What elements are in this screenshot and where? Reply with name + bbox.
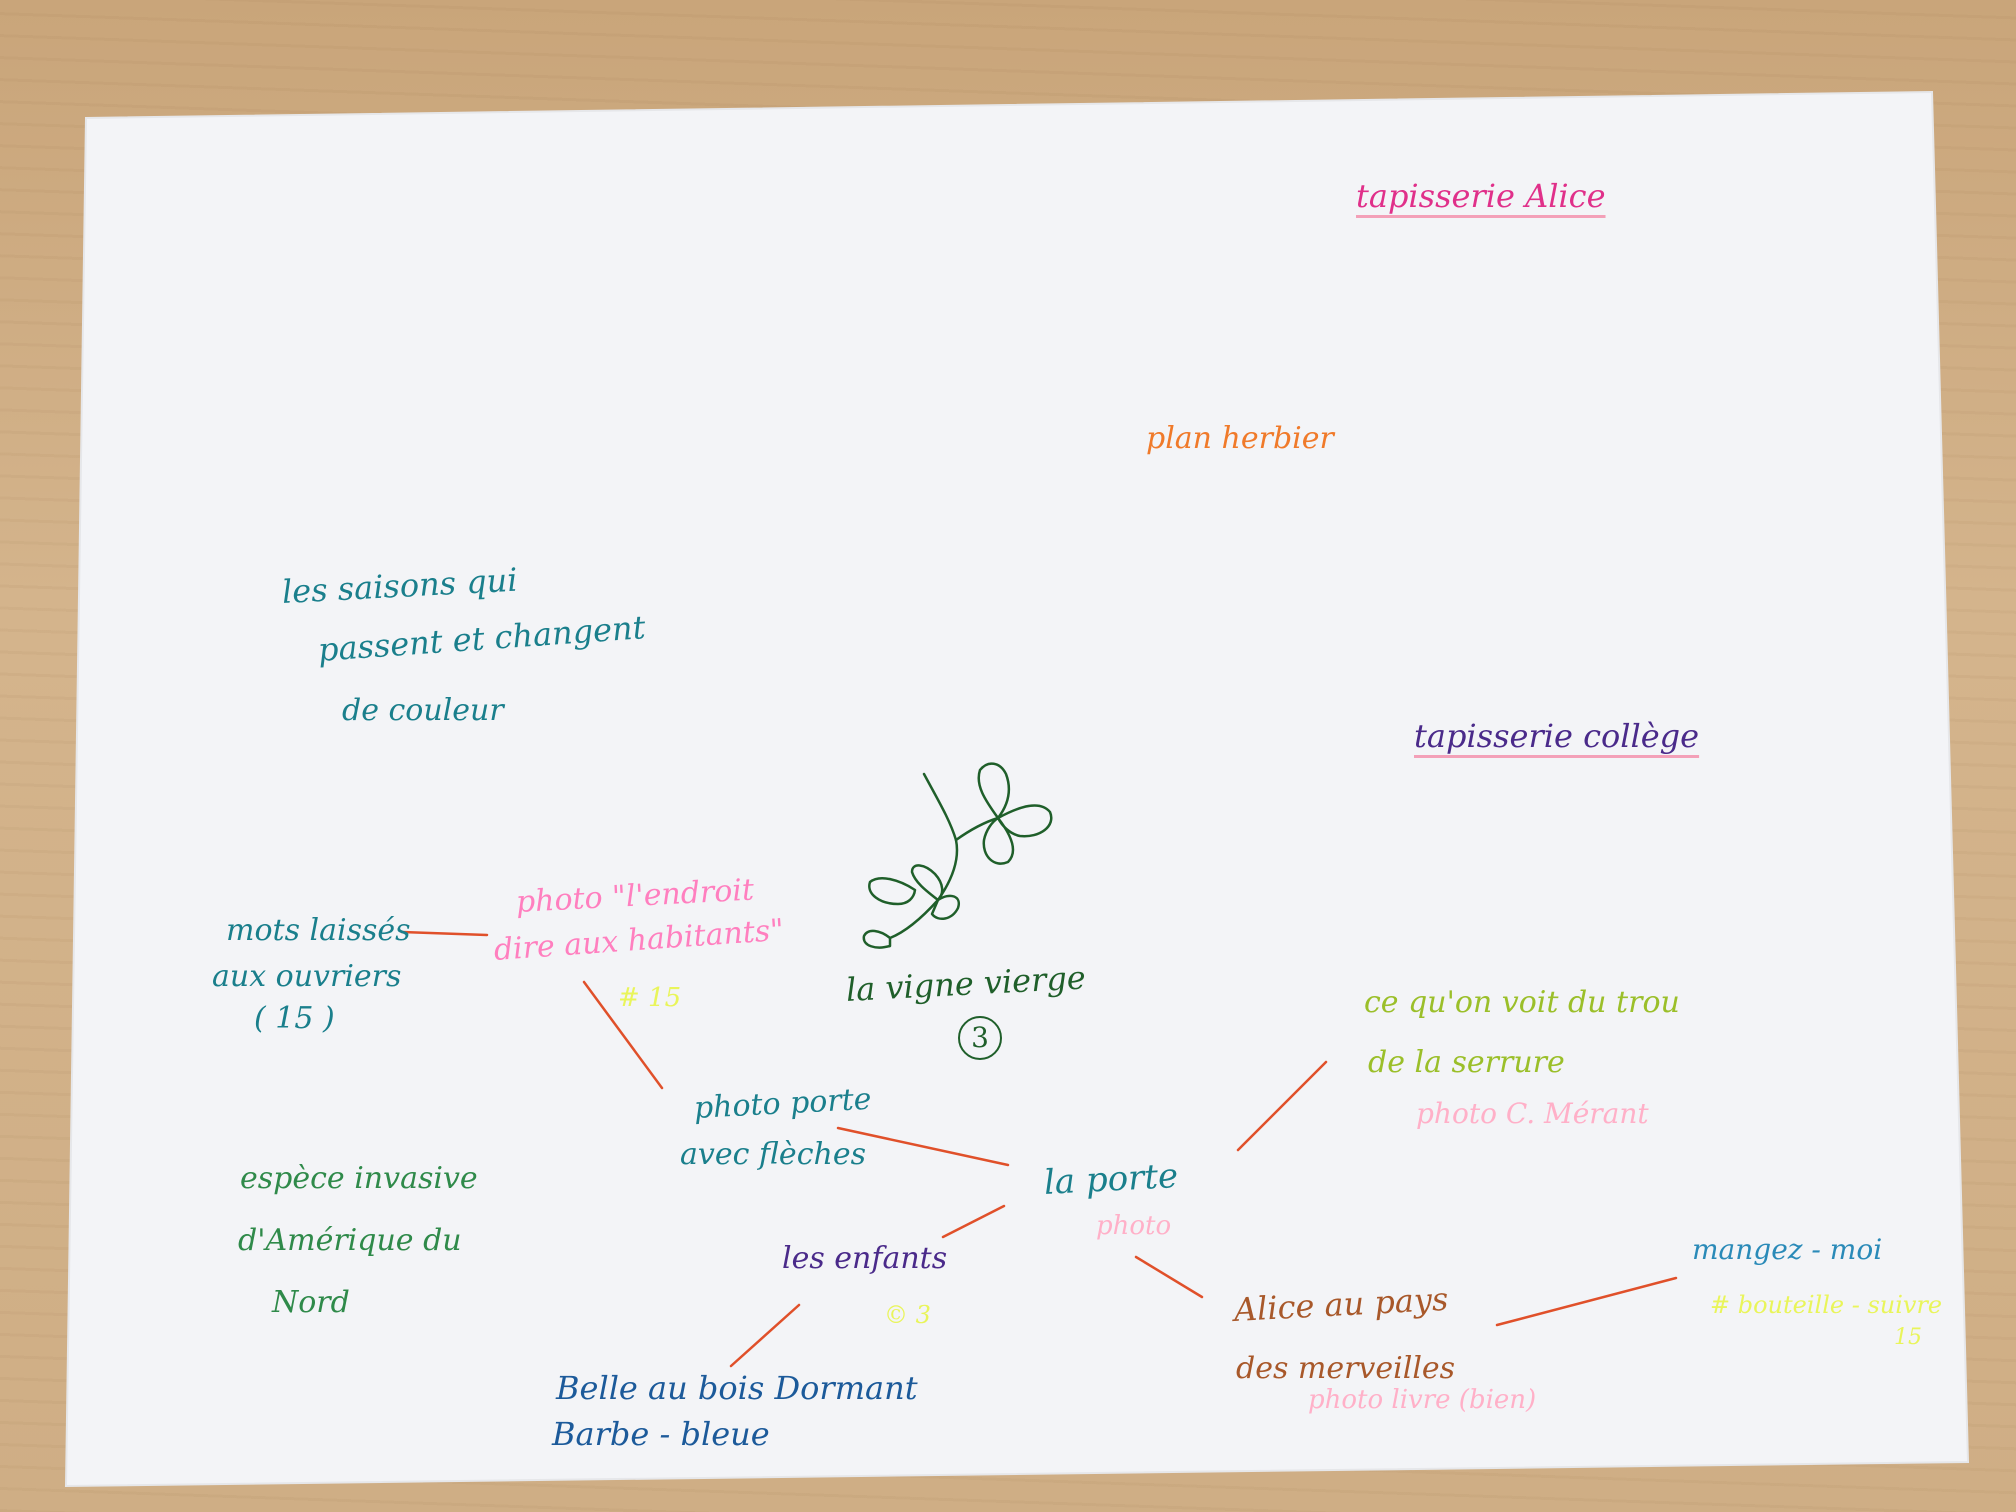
line-la-porte-alice: [1134, 1255, 1204, 1299]
saisons-line-3: de couleur: [342, 693, 504, 728]
mots-laisses-line-1: mots laissés: [226, 913, 411, 948]
espece-line-3: Nord: [272, 1285, 350, 1320]
plan-herbier-label: plan herbier: [1146, 421, 1334, 456]
mots-laisses-line-2: aux ouvriers: [212, 959, 402, 994]
line-photo-endroit-photo-porte: [582, 980, 664, 1090]
mangez-moi-tag-1: # bouteille - suivre: [1710, 1291, 1943, 1319]
les-enfants-tag: © 3: [884, 1301, 931, 1329]
belle-line-2: Barbe - bleue: [552, 1415, 770, 1453]
tapisserie-alice-label: tapisserie Alice: [1356, 177, 1606, 215]
ce-qui-line-2: de la serrure: [1368, 1045, 1565, 1080]
line-la-porte-ce-qui: [1236, 1060, 1328, 1152]
mangez-moi-label: mangez - moi: [1692, 1233, 1883, 1266]
line-enfants-la-porte: [941, 1204, 1006, 1239]
photo-endroit-tag: # 15: [618, 983, 682, 1013]
belle-line-1: Belle au bois Dormant: [556, 1369, 918, 1407]
line-mots-photo: [400, 930, 489, 937]
line-photo-porte-la-porte: [836, 1126, 1010, 1167]
espece-line-2: d'Amérique du: [238, 1223, 462, 1258]
alice-line-2: des merveilles: [1236, 1351, 1456, 1386]
ce-qui-line-1: ce qu'on voit du trou: [1364, 985, 1680, 1020]
mangez-moi-tag-2: 15: [1894, 1325, 1922, 1350]
la-porte-label: la porte: [1042, 1156, 1180, 1203]
la-porte-photo: photo: [1096, 1211, 1172, 1241]
vigne-vierge-number: 3: [958, 1016, 1002, 1060]
espece-line-1: espèce invasive: [240, 1161, 478, 1196]
alice-photo: photo livre (bien): [1308, 1385, 1537, 1415]
photo-merant-label: photo C. Mérant: [1416, 1097, 1649, 1130]
les-enfants-label: les enfants: [782, 1241, 948, 1276]
photo-porte-line-2: avec flèches: [680, 1137, 866, 1172]
line-alice-mangez: [1495, 1276, 1678, 1327]
line-enfants-belle: [729, 1303, 801, 1368]
mots-laisses-line-3: ( 15 ): [254, 1001, 335, 1036]
tapisserie-college-label: tapisserie collège: [1414, 717, 1700, 755]
